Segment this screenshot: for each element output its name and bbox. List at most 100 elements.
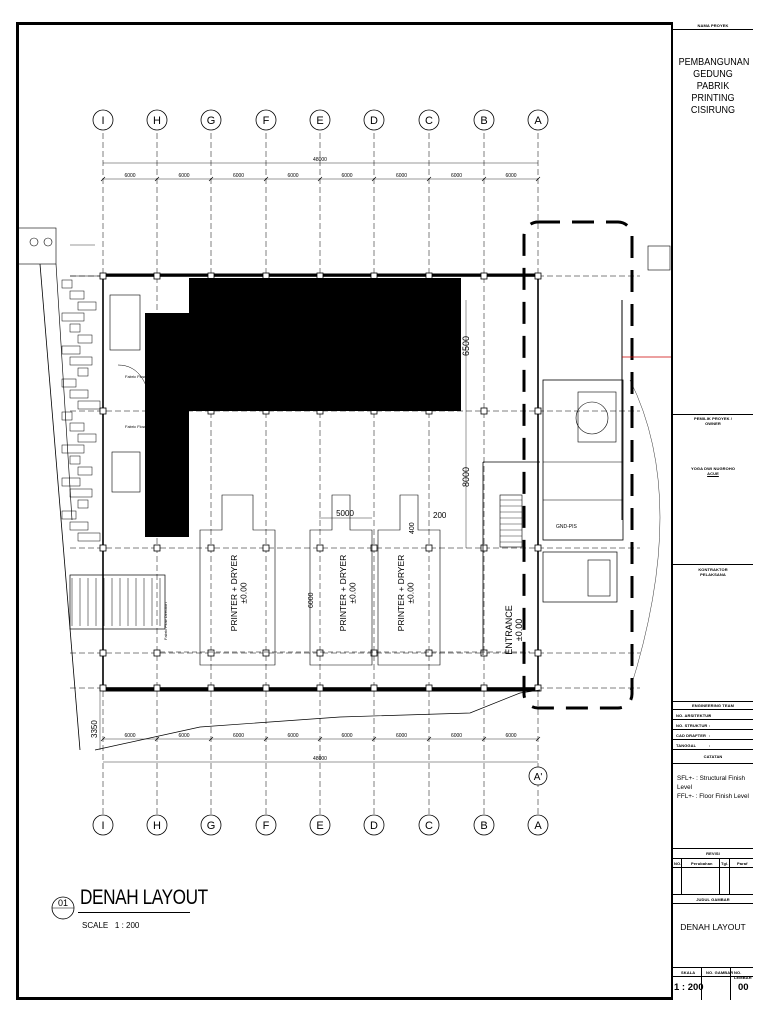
machine-part <box>77 334 93 344</box>
column <box>425 544 433 552</box>
dimension-tick <box>263 176 269 182</box>
conveyor-line <box>55 263 73 521</box>
project-name-cell: PEMBANGUNAN GEDUNG PABRIK PRINTING CISIR… <box>673 30 753 415</box>
column <box>99 684 107 692</box>
notes-cell: SFL+- : Structural Finish Level FFL+- : … <box>673 764 753 849</box>
printer-dryer-area <box>309 494 373 666</box>
area-stenter-label: ±0.00 <box>342 329 352 350</box>
dimension-label: 6000 <box>233 733 244 739</box>
grid-bubble <box>255 814 277 836</box>
machine-part <box>61 510 77 520</box>
entrance-room <box>542 379 624 541</box>
equipment-circle <box>575 401 609 435</box>
dimension-label: 6000 <box>178 173 189 179</box>
dimension-label: 6000 <box>124 733 135 739</box>
dimension-tick <box>481 176 487 182</box>
column <box>425 684 433 692</box>
entrance-label: ±0.00 <box>514 619 524 641</box>
dimension-label: 6000 <box>505 733 516 739</box>
dimension-label: 6000 <box>287 733 298 739</box>
dimension-label: 200 <box>433 511 447 520</box>
column <box>99 407 107 415</box>
engineering-row-key: NO. ARSITEKTUR <box>676 713 712 718</box>
column <box>153 544 161 552</box>
gate-box <box>647 245 671 271</box>
dimension-tick <box>426 176 432 182</box>
entrance-structure: GND-PIS <box>482 220 671 710</box>
grid-bubble-label: A' <box>534 772 543 783</box>
dimension-tick <box>317 176 323 182</box>
dimension-label: 6000 <box>124 173 135 179</box>
fabric-flow-label: Fabric Flow Direction <box>125 374 163 379</box>
grid-bubble-label: D <box>370 115 378 127</box>
site-boundary <box>94 689 541 751</box>
dimension-tick <box>154 176 160 182</box>
dimension-tick <box>481 736 487 742</box>
machinery-left <box>17 227 166 751</box>
grid-bubble-label: H <box>153 115 161 127</box>
engineering-label-cell: ENGINEERING TEAM <box>673 702 753 710</box>
grid-bubble-label: A <box>534 820 542 832</box>
revisi-label-cell: REVISI <box>673 849 753 859</box>
machine-block <box>109 294 141 351</box>
machine-part <box>61 411 73 421</box>
machine-part <box>77 301 97 311</box>
grid-bubble <box>473 109 495 131</box>
machine-part <box>69 389 89 399</box>
grid-bubble <box>309 109 331 131</box>
machine-part <box>61 345 81 355</box>
dimension-tick <box>535 736 541 742</box>
area-stenter <box>189 278 461 411</box>
owner-label: PEMILIK PROYEK / OWNER <box>693 416 733 426</box>
grid-bubble-label: C <box>425 115 433 127</box>
column <box>207 544 215 552</box>
arc-line <box>629 379 661 691</box>
footer-cell: SKALA NO. GAMBAR NO. LEMBAR 1 : 200 00 <box>673 968 753 1000</box>
note-sfl: SFL+- : Structural Finish Level <box>677 775 746 791</box>
engineering-rows: NO. ARSITEKTUR:NO. STRUKTUR:CAD DRAFTER:… <box>673 710 753 750</box>
machine-part <box>69 521 89 531</box>
footer-sheet-no: 00 <box>738 982 749 993</box>
printer-dryer-label: ±0.00 <box>348 582 358 603</box>
grid-bubble <box>363 109 385 131</box>
judul-cell: DENAH LAYOUT <box>673 904 753 968</box>
contractor-label: KONTRAKTOR PELAKSANA <box>698 567 728 577</box>
grid-bubble <box>146 814 168 836</box>
engineering-row: NO. ARSITEKTUR: <box>673 710 753 720</box>
engineering-row: NO. STRUKTUR: <box>673 720 753 730</box>
grid-bubble <box>528 766 548 786</box>
canopy-outline <box>522 220 634 710</box>
machine-block <box>17 227 57 265</box>
engineering-row-key: NO. STRUKTUR <box>676 723 708 728</box>
owner-cell: PEMILIK PROYEK / OWNER YOGA DWI NUGROHO … <box>673 415 753 565</box>
dimension-tick <box>263 736 269 742</box>
dimension-tick <box>208 736 214 742</box>
machine-part <box>69 323 81 333</box>
dimension-overall-label: 48000 <box>313 756 327 762</box>
dimension-tick <box>371 736 377 742</box>
grid-bubble-label: C <box>425 820 433 832</box>
dimension-label: 6000 <box>233 173 244 179</box>
grid-bubble <box>473 814 495 836</box>
machine-part <box>77 367 89 377</box>
machine-block <box>69 574 166 630</box>
machine-part <box>77 400 101 410</box>
dimension-label: 6000 <box>308 592 315 608</box>
column <box>370 649 378 657</box>
dimension-tick <box>208 176 214 182</box>
grid-bubble-label: A <box>534 115 542 127</box>
dimension-label: 8000 <box>461 467 471 487</box>
grid-bubble <box>146 109 168 131</box>
owner-sub: ACUE <box>707 471 719 476</box>
grid-bubble-label: E <box>316 115 323 127</box>
column <box>153 649 161 657</box>
drawing-scale: SCALE 1 : 200 <box>82 921 140 930</box>
printer-dryer-area <box>199 494 276 666</box>
dimension-label: 6500 <box>461 336 471 356</box>
column <box>480 649 488 657</box>
title-number: 01 <box>58 898 68 908</box>
column <box>153 272 161 280</box>
